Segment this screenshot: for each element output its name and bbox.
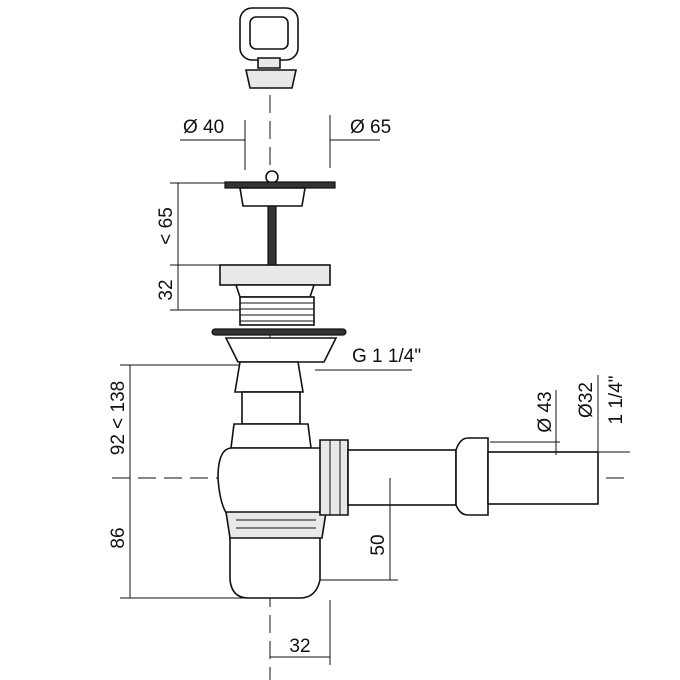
outlet-pipe <box>319 437 599 516</box>
sink-outlet-body <box>211 264 347 363</box>
label-range-92-138: 92 < 138 <box>108 381 129 456</box>
bottle-trap <box>217 361 334 599</box>
label-max-65: < 65 <box>156 207 177 245</box>
label-thread-g114: G 1 1/4" <box>352 346 421 367</box>
label-dia-32: Ø32 <box>576 382 597 418</box>
stopper-plug <box>239 7 299 89</box>
label-height-32: 32 <box>156 279 177 300</box>
dimension-lines <box>120 115 630 665</box>
label-height-50: 50 <box>368 534 389 555</box>
label-height-86: 86 <box>108 527 129 548</box>
label-dia-40: Ø 40 <box>183 117 224 138</box>
strainer-basket <box>224 170 336 267</box>
label-offset-32: 32 <box>289 636 310 657</box>
label-dia-65: Ø 65 <box>350 117 391 138</box>
label-dia-43: Ø 43 <box>535 391 556 432</box>
label-pipe-thread: 1 1/4" <box>606 375 627 424</box>
